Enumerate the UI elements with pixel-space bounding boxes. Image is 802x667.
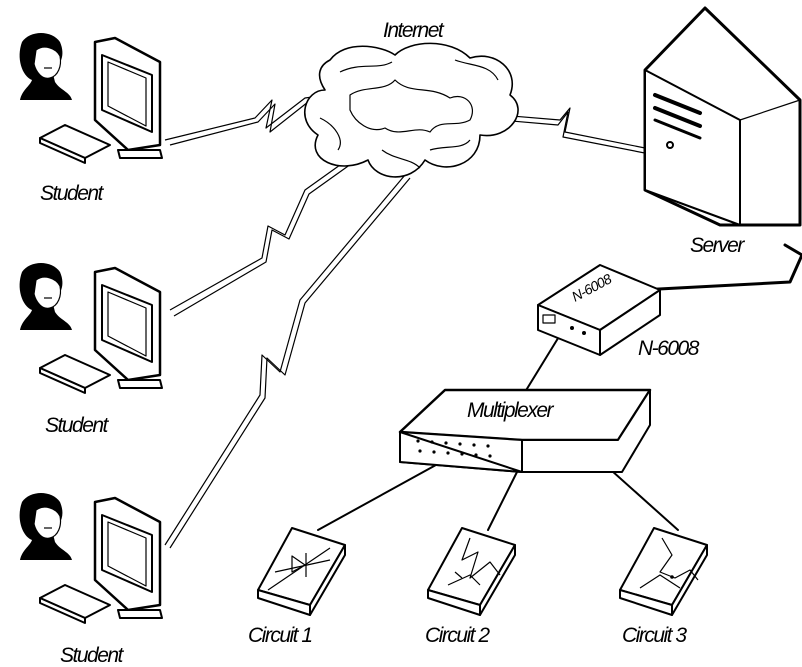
circuit-1-label: Circuit 1 — [248, 624, 312, 647]
device-label: N-6008 — [638, 337, 700, 360]
student-1-label: Student — [40, 182, 105, 205]
server-label: Server — [690, 234, 745, 257]
multiplexer-indicators — [416, 439, 492, 458]
connection-lines — [164, 89, 802, 549]
internet-cloud-icon — [304, 42, 519, 178]
student-2-icon — [19, 263, 72, 330]
link-multiplexer-circuit-2 — [487, 469, 519, 531]
circuit-3-label: Circuit 3 — [622, 624, 687, 647]
computer-3-icon — [39, 496, 163, 624]
student-2-label: Student — [45, 414, 110, 437]
link-device-multiplexer — [524, 334, 561, 393]
multiplexer-label: Multiplexer — [467, 399, 555, 422]
server-tower-icon — [643, 6, 802, 227]
internet-label: Internet — [383, 19, 445, 42]
network-device-icon: N-6008 — [537, 264, 661, 356]
circuit-2-icon — [427, 527, 516, 616]
computer-2-icon — [39, 266, 163, 394]
student-1-icon — [19, 33, 72, 100]
student-3-icon — [19, 493, 72, 560]
link-internet-server-b — [499, 111, 656, 156]
multiplexer-icon — [398, 388, 652, 473]
circuit-3-icon — [619, 527, 708, 616]
link-student-3-internet — [164, 174, 406, 546]
link-student-2-internet — [169, 139, 376, 311]
computer-1-icon — [39, 36, 163, 164]
link-student-3-internet-b — [169, 177, 411, 549]
circuit-1-icon — [257, 527, 346, 616]
link-student-2-internet-b — [173, 143, 380, 317]
link-internet-server — [499, 107, 656, 151]
student-3-label: Student — [60, 644, 125, 667]
link-server-device — [638, 243, 802, 292]
link-multiplexer-circuit-3 — [601, 461, 679, 531]
link-multiplexer-circuit-1 — [317, 459, 446, 531]
circuit-2-label: Circuit 2 — [425, 624, 490, 647]
